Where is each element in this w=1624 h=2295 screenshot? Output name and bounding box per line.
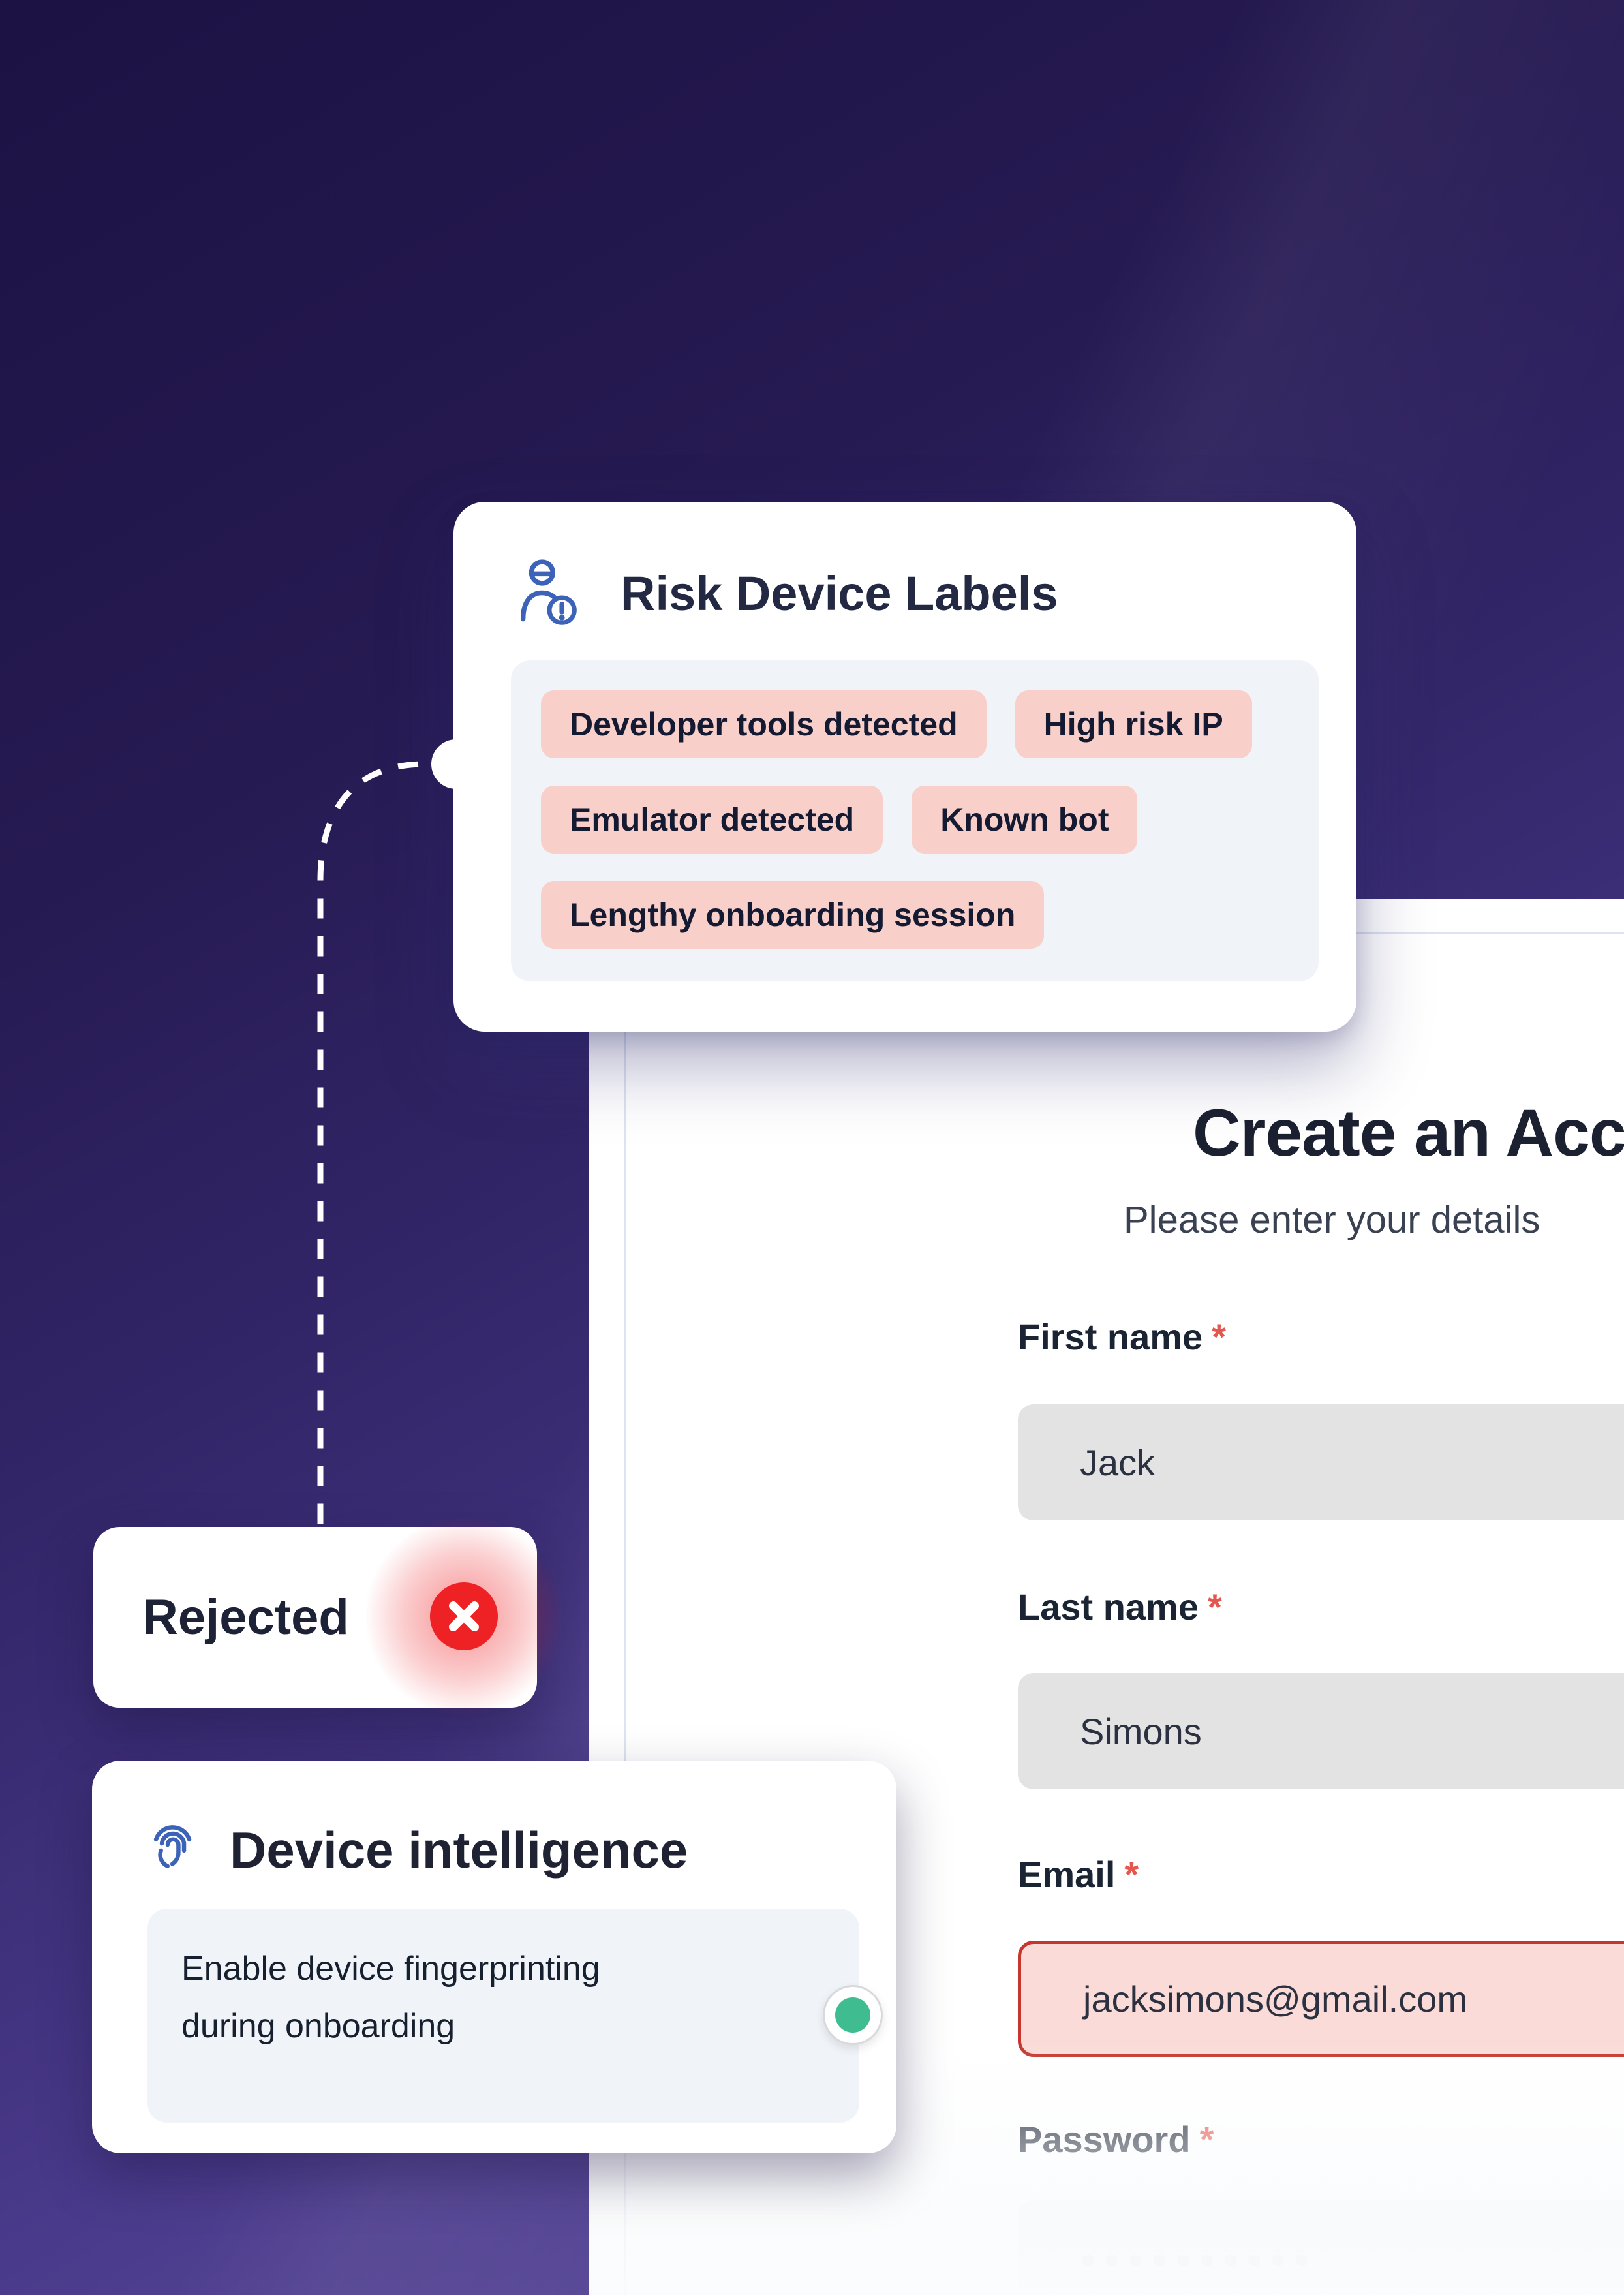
tag-row: Lengthy onboarding session	[541, 881, 1289, 949]
toggle-on-dot	[835, 1997, 870, 2033]
x-circle-icon	[430, 1582, 498, 1650]
device-card-header: Device intelligence	[145, 1818, 688, 1882]
password-field[interactable]: ●●●●●●●●●●	[1018, 2200, 1624, 2295]
required-asterisk: *	[1212, 1316, 1226, 1357]
required-asterisk: *	[1124, 1854, 1139, 1895]
risk-tag: High risk IP	[1015, 690, 1252, 758]
password-masked-value: ●●●●●●●●●●	[1080, 2243, 1317, 2274]
form-title: Create an Account	[1193, 1096, 1624, 1170]
form-subtitle: Please enter your details	[1124, 1199, 1540, 1241]
risk-tag: Known bot	[912, 786, 1138, 854]
last-name-value: Simons	[1080, 1710, 1202, 1752]
required-asterisk: *	[1199, 2119, 1214, 2160]
email-value: jacksimons@gmail.com	[1083, 1978, 1467, 2020]
device-intelligence-card: Device intelligence Enable device finger…	[92, 1761, 896, 2153]
tag-row: Emulator detected Known bot	[541, 786, 1289, 854]
risk-card-title: Risk Device Labels	[620, 566, 1058, 621]
risk-tags-panel: Developer tools detected High risk IP Em…	[511, 660, 1319, 981]
risk-tag: Emulator detected	[541, 786, 883, 854]
user-alert-icon	[511, 557, 584, 630]
fingerprint-icon	[145, 1818, 201, 1882]
device-card-title: Device intelligence	[230, 1821, 688, 1879]
device-setting-label: Enable device fingerprinting during onbo…	[181, 1950, 600, 2045]
risk-device-labels-card: Risk Device Labels Developer tools detec…	[453, 502, 1356, 1032]
risk-tag: Lengthy onboarding session	[541, 881, 1045, 949]
last-name-field[interactable]: Simons	[1018, 1673, 1624, 1789]
email-label: Email*	[1018, 1854, 1139, 1895]
password-label: Password*	[1018, 2119, 1214, 2160]
status-label: Rejected	[142, 1590, 349, 1645]
fingerprinting-toggle[interactable]	[823, 1985, 883, 2045]
first-name-label: First name*	[1018, 1316, 1226, 1357]
form-panel-divider	[624, 934, 626, 2295]
tag-row: Developer tools detected High risk IP	[541, 690, 1289, 758]
risk-tag: Developer tools detected	[541, 690, 987, 758]
last-name-label: Last name*	[1018, 1586, 1222, 1627]
first-name-value: Jack	[1080, 1441, 1156, 1483]
required-asterisk: *	[1208, 1586, 1222, 1627]
risk-card-header: Risk Device Labels	[511, 557, 1058, 630]
device-setting-panel: Enable device fingerprinting during onbo…	[147, 1909, 883, 2123]
email-field[interactable]: jacksimons@gmail.com	[1018, 1941, 1624, 2057]
first-name-field[interactable]: Jack	[1018, 1404, 1624, 1520]
